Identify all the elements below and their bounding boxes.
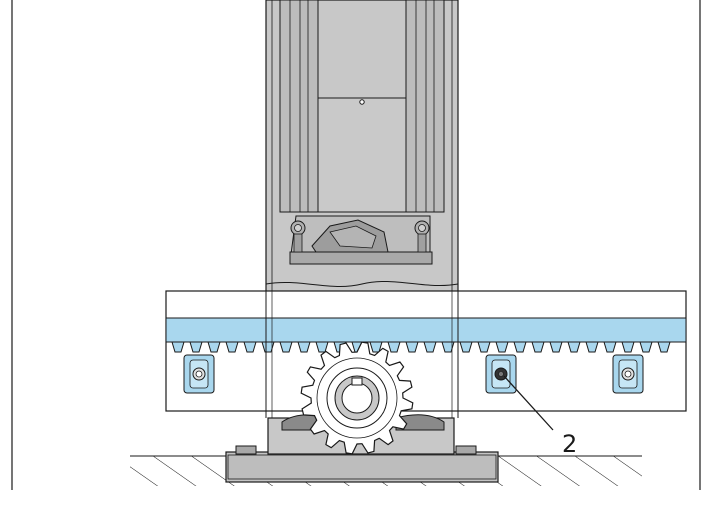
vertical-column [265,0,459,293]
callout-2: 2 [503,375,577,458]
pinion-gear [300,341,414,455]
base-plate [225,414,499,483]
rack-screw-middle [485,354,517,394]
rack-screw-right [612,354,644,394]
rack-teeth [166,341,674,353]
callout-label-2: 2 [562,430,577,458]
horizontal-beam [165,290,687,418]
rack-screw-left [183,354,215,394]
frame-lines [11,0,701,490]
